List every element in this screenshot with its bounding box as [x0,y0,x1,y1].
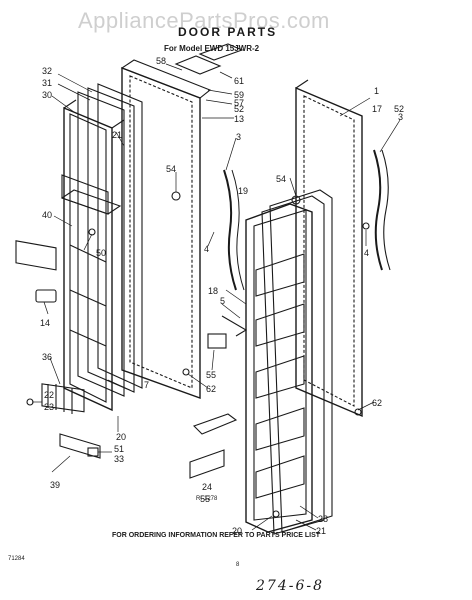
callout-label: 22 [44,390,54,400]
freezer-outer-door-panel [120,59,212,399]
callout-label: 19 [238,186,248,196]
callout-label: 5 [220,296,225,306]
callout-label: 57 [234,98,244,108]
callout-label: 36 [42,352,52,362]
callout-label: 20 [232,526,242,536]
document-code: 71284 [8,556,25,562]
callout-label: 40 [42,210,52,220]
callout-label: 20 [116,432,126,442]
watermark: AppliancePartsPros.com [78,8,330,33]
model-subtitle: For Model EWD 15JWR-2 [164,44,260,53]
callout-label: 59 [234,90,244,100]
callout-label: 32 [42,66,52,76]
callout-label: 18 [208,286,218,296]
callout-label: 54 [276,174,286,184]
callout-label: 61 [234,76,244,86]
freezer-top-hinge [174,43,244,75]
fresh-food-door-liner [245,203,313,533]
fresh-food-gaskets [261,189,333,535]
callout-label: 4 [204,244,209,254]
callout-label: 23 [44,402,54,412]
callout-label: 21 [112,130,122,140]
callout-label: 30 [42,90,52,100]
fresh-food-shelves [255,253,305,499]
callout-label: 58 [156,56,166,66]
callout-label: 52 [234,104,244,114]
callout-label: 21 [316,526,326,536]
fresh-food-outer-door-panel [295,79,363,418]
callout-leader-lines [32,63,401,531]
callout-label: 33 [114,454,124,464]
callout-label: 31 [42,78,52,88]
callout-labels: 1 3 3 4 4 5 7 13 14 17 18 19 20 20 21 21… [40,56,404,536]
callout-label: 28 [318,514,328,524]
fresh-food-handle [373,149,391,271]
drawing-number: RI-1278 [196,496,218,502]
callout-label: 24 [202,482,212,492]
freezer-door-gaskets [77,83,143,397]
freezer-door-liner [63,99,125,412]
callout-label: 17 [372,104,382,114]
callout-label: 4 [364,248,369,258]
callout-label: 55 [206,370,216,380]
fresh-food-hardware [182,195,370,518]
callout-label: 1 [374,86,379,96]
callout-label: 51 [114,444,124,454]
callout-label: 3 [398,112,403,122]
callout-label: 52 [394,104,404,114]
callout-label: 55 [200,494,210,504]
callout-label: 39 [50,480,60,490]
callout-label: 62 [206,384,216,394]
callout-label: 13 [234,114,244,124]
callout-label: 14 [40,318,50,328]
callout-label: 3 [236,132,241,142]
ordering-note: FOR ORDERING INFORMATION REFER TO PARTS … [112,532,321,539]
diagram-title: DOOR PARTS [178,25,278,39]
handwritten-note: 274-6-8 [256,578,324,594]
callout-label: 54 [166,164,176,174]
page-code: 8 [236,562,240,568]
callout-label: 62 [372,398,382,408]
freezer-door-hardware [15,191,181,459]
callout-label: 7 [144,380,149,390]
callout-label: 50 [96,248,106,258]
freezer-door-handle [207,169,245,349]
